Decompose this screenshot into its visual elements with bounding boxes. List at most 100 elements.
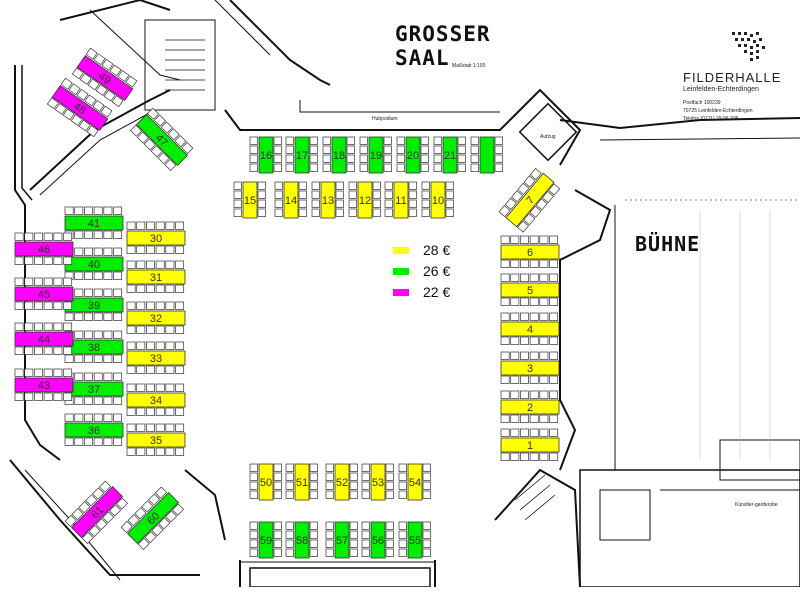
table-45[interactable]: 45 [14, 277, 74, 310]
table-surface [126, 310, 186, 326]
stage-label: BÜHNE [635, 232, 701, 256]
table-13[interactable]: 13 [311, 181, 344, 219]
table-surface [51, 85, 109, 131]
table-unlabeled[interactable] [470, 136, 503, 174]
table-18[interactable]: 18 [322, 136, 355, 174]
table-53[interactable]: 53 [361, 463, 394, 501]
table-54[interactable]: 54 [398, 463, 431, 501]
table-20[interactable]: 20 [396, 136, 429, 174]
table-16[interactable]: 16 [249, 136, 282, 174]
table-5[interactable]: 5 [500, 273, 560, 306]
table-surface [334, 521, 350, 559]
table-surface [126, 392, 186, 408]
table-47[interactable]: 47 [130, 107, 194, 172]
table-58[interactable]: 58 [285, 521, 318, 559]
table-number: 44 [38, 334, 50, 346]
table-61[interactable]: 61 [64, 480, 129, 544]
table-number: 38 [88, 342, 100, 354]
table-number: 55 [409, 535, 421, 547]
table-number: 32 [150, 313, 162, 325]
table-number: 40 [88, 259, 100, 271]
table-surface [430, 181, 446, 219]
table-44[interactable]: 44 [14, 322, 74, 355]
table-surface [14, 286, 74, 302]
table-surface [331, 136, 347, 174]
table-48[interactable]: 48 [46, 77, 113, 138]
table-35[interactable]: 35 [126, 423, 186, 456]
table-surface [500, 437, 560, 453]
table-surface [258, 521, 274, 559]
legend-swatch-28 [393, 246, 409, 254]
table-surface [126, 230, 186, 246]
table-number: 19 [370, 150, 382, 162]
table-2[interactable]: 2 [500, 390, 560, 423]
table-surface [14, 377, 74, 393]
table-number: 17 [296, 150, 308, 162]
table-6[interactable]: 6 [500, 235, 560, 268]
legend-item-26: 26 € [393, 263, 450, 279]
table-59[interactable]: 59 [249, 521, 282, 559]
table-15[interactable]: 15 [233, 181, 266, 219]
hall-title-line2: SAAL [395, 46, 450, 70]
table-number: 15 [244, 195, 256, 207]
table-11[interactable]: 11 [384, 181, 417, 219]
table-21[interactable]: 21 [433, 136, 466, 174]
table-43[interactable]: 43 [14, 368, 74, 401]
legend-item-28: 28 € [393, 242, 450, 258]
table-10[interactable]: 10 [421, 181, 454, 219]
table-39[interactable]: 39 [64, 288, 124, 321]
table-37[interactable]: 37 [64, 372, 124, 405]
table-30[interactable]: 30 [126, 221, 186, 254]
venue-city: Leinfelden-Echterdingen [683, 86, 759, 93]
table-19[interactable]: 19 [359, 136, 392, 174]
table-31[interactable]: 31 [126, 260, 186, 293]
table-surface [64, 215, 124, 231]
table-number: 21 [444, 150, 456, 162]
logo-icon [728, 28, 768, 68]
table-52[interactable]: 52 [325, 463, 358, 501]
table-number: 30 [150, 233, 162, 245]
table-17[interactable]: 17 [285, 136, 318, 174]
legend-label-26: 26 € [423, 263, 451, 279]
table-surface [370, 463, 386, 501]
table-number: 4 [527, 324, 533, 336]
table-number: 11 [395, 195, 406, 207]
table-51[interactable]: 51 [285, 463, 318, 501]
table-number: 39 [88, 300, 100, 312]
table-number: 45 [38, 289, 50, 301]
table-36[interactable]: 36 [64, 413, 124, 446]
table-46[interactable]: 46 [14, 232, 74, 265]
table-60[interactable]: 60 [120, 486, 185, 550]
table-33[interactable]: 33 [126, 341, 186, 374]
table-surface [126, 432, 186, 448]
table-number: 52 [336, 477, 348, 489]
table-57[interactable]: 57 [325, 521, 358, 559]
table-surface [283, 181, 299, 219]
table-number: 20 [407, 150, 419, 162]
table-surface [135, 113, 189, 167]
table-34[interactable]: 34 [126, 383, 186, 416]
table-1[interactable]: 1 [500, 428, 560, 461]
table-7[interactable]: 7 [498, 168, 561, 233]
table-55[interactable]: 55 [398, 521, 431, 559]
venue-name: FILDERHALLE [683, 70, 782, 85]
table-number: 33 [150, 353, 162, 365]
table-32[interactable]: 32 [126, 301, 186, 334]
table-41[interactable]: 41 [64, 206, 124, 239]
table-12[interactable]: 12 [348, 181, 381, 219]
table-3[interactable]: 3 [500, 351, 560, 384]
table-40[interactable]: 40 [64, 247, 124, 280]
table-56[interactable]: 56 [361, 521, 394, 559]
table-38[interactable]: 38 [64, 330, 124, 363]
table-surface [64, 422, 124, 438]
table-49[interactable]: 49 [71, 47, 138, 108]
table-50[interactable]: 50 [249, 463, 282, 501]
table-surface [242, 181, 258, 219]
table-surface [407, 521, 423, 559]
table-surface [258, 136, 274, 174]
table-14[interactable]: 14 [274, 181, 307, 219]
table-surface [294, 521, 310, 559]
table-surface [500, 282, 560, 298]
table-surface [505, 172, 555, 228]
table-4[interactable]: 4 [500, 312, 560, 345]
